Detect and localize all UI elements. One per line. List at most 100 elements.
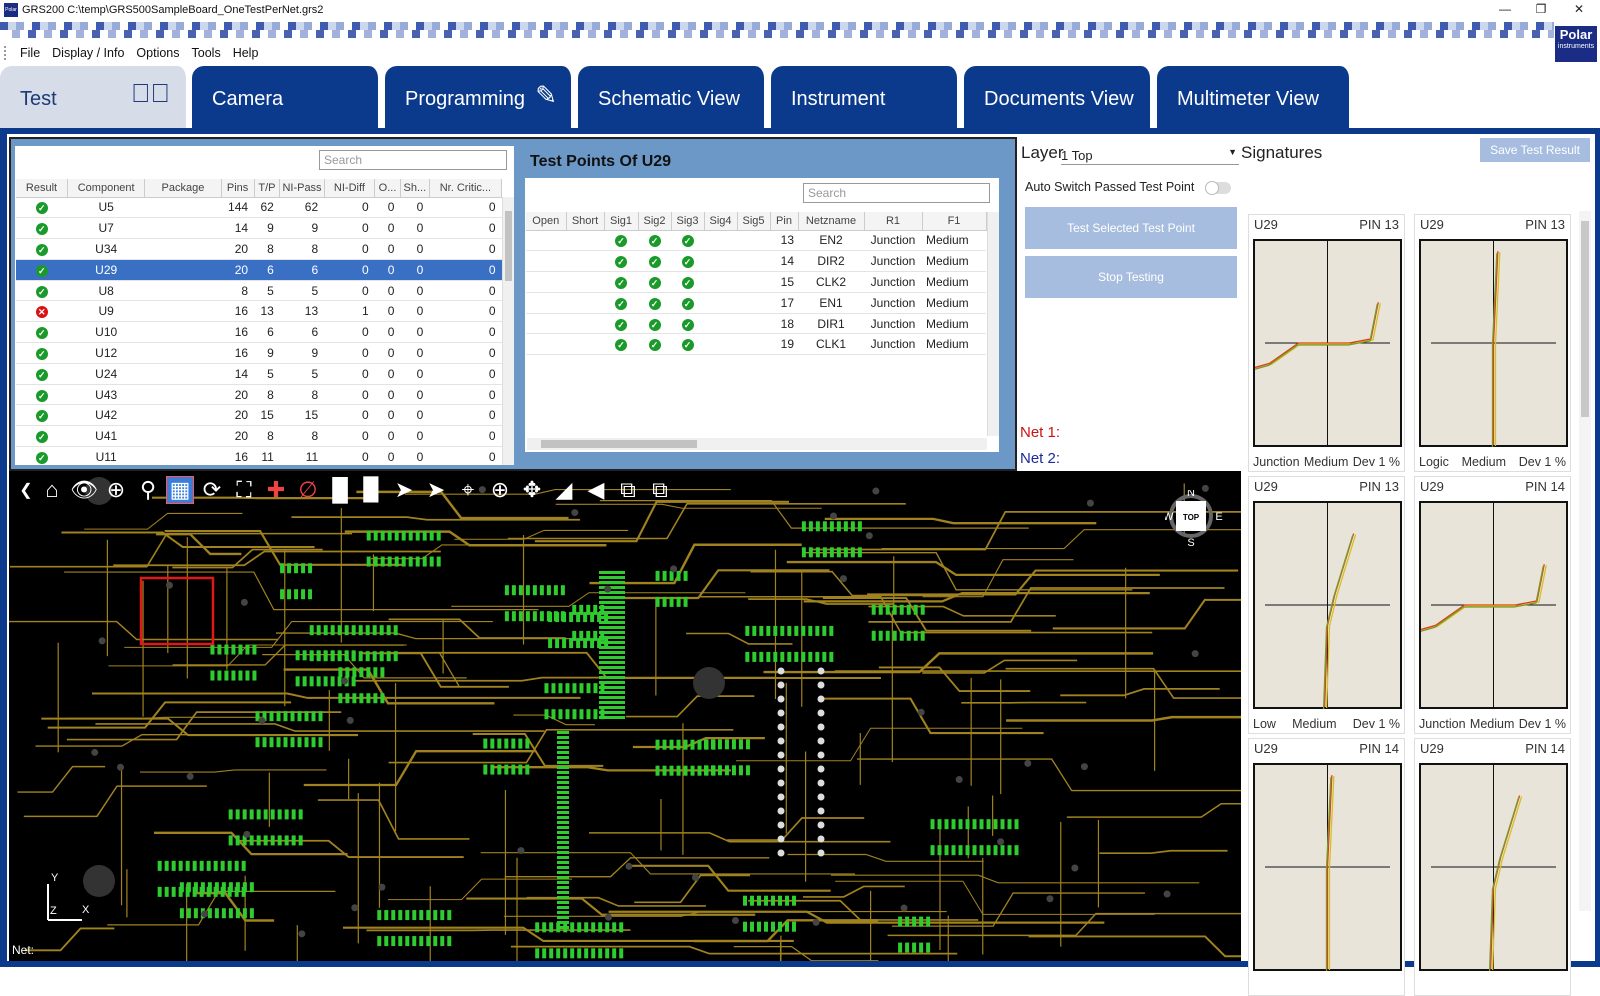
pcb-pad [384,936,388,946]
tab-instrument[interactable]: Instrument [771,66,960,128]
column-header[interactable]: Sig5 [737,212,770,230]
eye-icon[interactable]: 👁 [70,477,98,503]
column-header[interactable]: Short [566,212,604,230]
column-header[interactable]: Sig4 [704,212,737,230]
tab-multimeter-view[interactable]: Multimeter View [1157,66,1352,128]
column-header[interactable]: Component [68,179,145,197]
signatures-scrollbar[interactable] [1579,211,1591,911]
pin-outline-icon[interactable]: ▉ [358,477,386,503]
pointer-select-icon[interactable]: ➤ [390,477,418,503]
mirror-icon[interactable]: ◢ [550,477,578,503]
column-header[interactable]: T/P [254,179,280,197]
column-header[interactable]: Sig2 [638,212,671,230]
column-header[interactable]: NI-Pass [280,179,324,197]
crosshair-icon[interactable]: ⊕ [486,477,514,503]
pointer-multi-icon[interactable]: ➤ [422,477,450,503]
restore-icon[interactable]: ❐ [1524,0,1558,20]
tab-documents-view[interactable]: Documents View [964,66,1153,128]
column-header[interactable]: NI-Diff [324,179,375,197]
tab-programming[interactable]: Programming✎ [385,66,574,128]
paste-icon[interactable]: ⧉ [646,477,674,503]
menu-options[interactable]: Options [130,46,185,60]
column-header[interactable]: Sig3 [671,212,704,230]
column-header[interactable]: O... [375,179,401,197]
menu-tools[interactable]: Tools [186,46,227,60]
save-test-result-button[interactable]: Save Test Result [1480,138,1590,162]
zoom-area-icon[interactable]: ⊕ [102,477,130,503]
select-box-icon[interactable]: ▦ [166,476,194,504]
tab-camera[interactable]: Camera [192,66,381,128]
tab-test[interactable]: Test✓⃝ [0,66,189,128]
pcb-pad [409,531,413,541]
layer-select[interactable]: 1 Top▼ [1061,145,1239,165]
component-outline-icon[interactable]: █ [326,477,354,503]
home-icon[interactable]: ⌂ [38,477,66,503]
cell-o: 0 [375,259,401,280]
column-header[interactable]: Open [526,212,566,230]
column-header[interactable]: R1 [864,212,922,230]
close-icon[interactable]: ✕ [1562,0,1596,20]
pcb-pad [366,667,370,677]
stop-testing-button[interactable]: Stop Testing [1025,256,1237,298]
column-header[interactable]: Sig1 [604,212,638,230]
menu-help[interactable]: Help [227,46,265,60]
pcb-view[interactable] [9,471,1241,961]
column-header[interactable]: Netzname [798,212,864,230]
testpoints-hscrollbar[interactable] [527,438,987,450]
measure-icon[interactable]: ✚ [262,477,290,503]
column-header[interactable]: Pins [221,179,254,197]
column-header[interactable]: Sh... [400,179,429,197]
column-header[interactable]: Pin [770,212,798,230]
test-selected-button[interactable]: Test Selected Test Point [1025,207,1237,249]
column-header[interactable]: Result [16,179,68,197]
testpoints-search-input[interactable]: Search [803,183,990,203]
flip-icon[interactable]: ◀ [582,477,610,503]
ruler-icon[interactable]: ∅ [294,477,322,503]
testpoints-vscrollbar[interactable] [987,212,999,436]
menu-file[interactable]: File [14,46,46,60]
component-search-input[interactable]: Search [319,150,507,170]
column-header[interactable]: F1 [922,212,986,230]
search-icon[interactable]: ⚲ [134,477,162,503]
auto-switch-toggle[interactable] [1205,182,1231,194]
tab-schematic-view[interactable]: Schematic View [578,66,767,128]
column-header[interactable]: Package [145,179,221,197]
pan-icon[interactable]: ✥ [518,477,546,503]
collapse-icon[interactable]: ❮ [18,480,34,500]
compass-widget[interactable]: TOP N S E W [1165,490,1217,542]
cell-package [145,405,221,426]
minimize-icon[interactable]: — [1488,0,1522,20]
fit-icon[interactable]: ⛶ [230,477,258,503]
menu-display-info[interactable]: Display / Info [46,46,130,60]
rotate-icon[interactable]: ⟳ [198,477,226,503]
component-list-scrollbar[interactable] [502,197,514,465]
column-header[interactable]: Nr. Critic... [429,179,501,197]
copy-icon[interactable]: ⧉ [614,477,642,503]
target-icon[interactable]: ⌖ [454,477,482,503]
